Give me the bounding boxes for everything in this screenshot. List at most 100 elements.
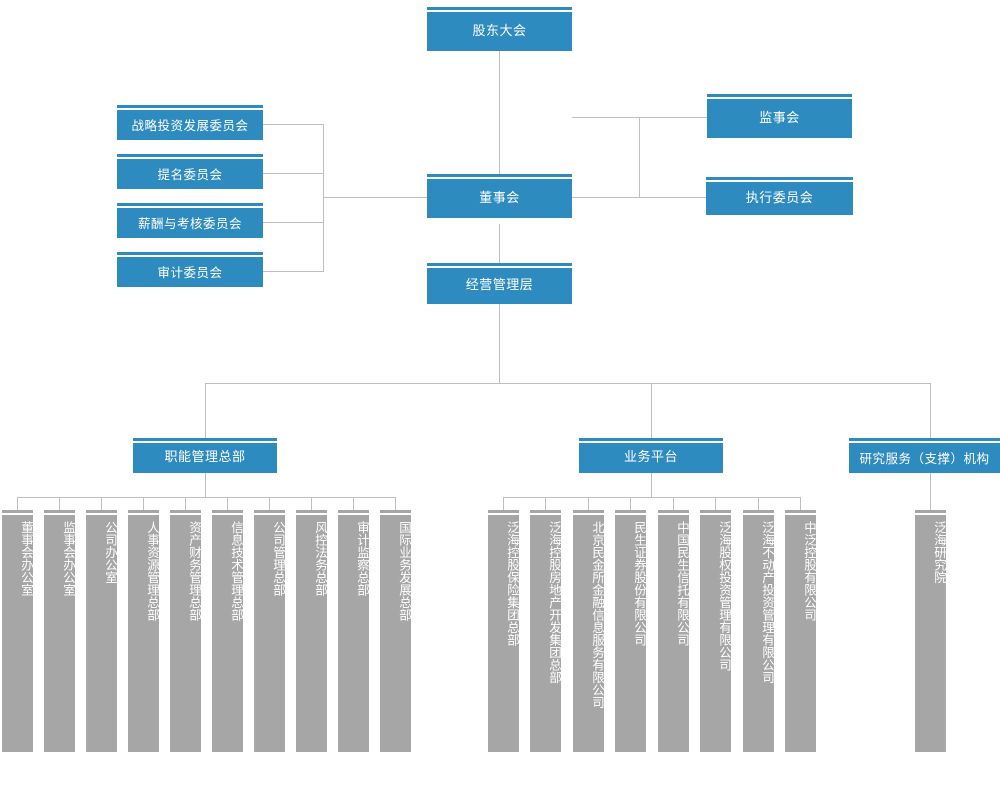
node-committee-remuneration-appraisal[interactable]: 薪酬与考核委员会 (117, 206, 263, 238)
connector-research-down (930, 473, 931, 513)
connector-board-to-supervisors-vertical (639, 117, 640, 198)
node-unit-research-institute-label: 泛海研究院 (932, 521, 946, 584)
connector-functional-down (205, 473, 206, 497)
node-dept-information-technology[interactable]: 信息技术管理总部 (212, 513, 243, 752)
connector-board-to-management (499, 224, 500, 267)
connector-committee-spine (323, 124, 324, 272)
node-dept-risk-control-legal[interactable]: 风控法务总部 (296, 513, 327, 752)
node-shareholders-meeting[interactable]: 股东大会 (427, 10, 572, 51)
connector-functional-drop-10 (395, 497, 396, 513)
node-board-of-supervisors-label: 监事会 (759, 110, 800, 126)
connector-functional-drop-5 (185, 497, 186, 513)
node-committee-audit[interactable]: 审计委员会 (117, 255, 263, 287)
connector-business-down (651, 473, 652, 497)
connector-committee-2 (263, 173, 324, 174)
node-committee-nomination-label: 提名委员会 (157, 166, 223, 182)
node-dept-human-resources[interactable]: 人事资源管理总部 (128, 513, 159, 752)
node-dept-human-resources-label: 人事资源管理总部 (145, 521, 159, 621)
connector-functional-drop-3 (101, 497, 102, 513)
node-dept-company-office[interactable]: 公司办公室 (86, 513, 117, 752)
node-dept-board-office[interactable]: 董事会办公室 (2, 513, 33, 752)
connector-management-to-bus (499, 299, 500, 383)
connector-functional-drop-2 (59, 497, 60, 513)
node-committee-audit-label: 审计委员会 (157, 264, 223, 280)
node-management-layer[interactable]: 经营管理层 (427, 266, 572, 304)
connector-functional-drop-8 (311, 497, 312, 513)
node-shareholders-meeting-label: 股东大会 (472, 23, 527, 39)
connector-business-bus (503, 497, 801, 498)
node-unit-real-estate-investment[interactable]: 泛海不动产投资管理有限公司 (743, 513, 774, 752)
node-dept-supervisors-office-label: 监事会办公室 (61, 521, 75, 596)
node-dept-asset-finance[interactable]: 资产财务管理总部 (170, 513, 201, 752)
node-dept-international-business-label: 国际业务发展总部 (397, 521, 411, 621)
node-committee-remuneration-appraisal-label: 薪酬与考核委员会 (137, 215, 242, 231)
connector-bus-to-research (930, 383, 931, 441)
node-dept-supervisors-office[interactable]: 监事会办公室 (44, 513, 75, 752)
connector-business-drop-5 (673, 497, 674, 513)
node-management-layer-label: 经营管理层 (465, 278, 534, 294)
connector-functional-drop-4 (143, 497, 144, 513)
node-unit-insurance-group-label: 泛海控股保险集团总部 (505, 521, 519, 646)
node-unit-real-estate-group[interactable]: 泛海控股房地产开发集团总部 (530, 513, 561, 752)
node-dept-audit-supervision-label: 审计监察总部 (355, 521, 369, 596)
node-unit-zhongfan-holdings[interactable]: 中泛控股有限公司 (785, 513, 816, 752)
connector-business-drop-4 (630, 497, 631, 513)
connector-business-drop-6 (715, 497, 716, 513)
node-unit-minjinsuo-fintech-label: 北京民金所金融信息服务有限公司 (590, 521, 604, 709)
node-board-of-directors[interactable]: 董事会 (427, 177, 572, 218)
connector-main-bus (205, 383, 931, 384)
connector-committee-3 (263, 222, 324, 223)
node-board-of-supervisors[interactable]: 监事会 (707, 97, 852, 138)
connector-committee-4 (263, 271, 324, 272)
node-committee-nomination[interactable]: 提名委员会 (117, 157, 263, 189)
connector-business-drop-2 (545, 497, 546, 513)
connector-functional-drop-9 (353, 497, 354, 513)
node-dept-board-office-label: 董事会办公室 (19, 521, 33, 596)
node-unit-zhongfan-holdings-label: 中泛控股有限公司 (802, 521, 816, 621)
connector-business-drop-8 (800, 497, 801, 513)
node-committee-strategic-investment-label: 战略投资发展委员会 (131, 117, 249, 133)
node-unit-minsheng-trust[interactable]: 中国民生信托有限公司 (658, 513, 689, 752)
node-dept-asset-finance-label: 资产财务管理总部 (187, 521, 201, 621)
connector-shareholders-to-board (499, 51, 500, 176)
node-board-of-directors-label: 董事会 (479, 190, 520, 206)
node-unit-insurance-group[interactable]: 泛海控股保险集团总部 (488, 513, 519, 752)
connector-committee-spine-to-board (323, 197, 429, 198)
node-unit-equity-investment[interactable]: 泛海股权投资管理有限公司 (700, 513, 731, 752)
node-unit-real-estate-investment-label: 泛海不动产投资管理有限公司 (760, 521, 774, 684)
connector-functional-drop-1 (17, 497, 18, 513)
node-executive-committee[interactable]: 执行委员会 (706, 180, 853, 215)
node-division-research-services-label: 研究服务（支撑）机构 (859, 450, 990, 466)
connector-board-to-executive (572, 197, 706, 198)
node-dept-international-business[interactable]: 国际业务发展总部 (380, 513, 411, 752)
node-unit-real-estate-group-label: 泛海控股房地产开发集团总部 (547, 521, 561, 684)
node-unit-minsheng-securities[interactable]: 民生证券股份有限公司 (615, 513, 646, 752)
node-executive-committee-label: 执行委员会 (745, 190, 814, 206)
connector-functional-drop-6 (227, 497, 228, 513)
node-committee-strategic-investment[interactable]: 战略投资发展委员会 (117, 108, 263, 140)
connector-functional-drop-7 (269, 497, 270, 513)
node-dept-risk-control-legal-label: 风控法务总部 (313, 521, 327, 596)
node-unit-minjinsuo-fintech[interactable]: 北京民金所金融信息服务有限公司 (573, 513, 604, 752)
node-unit-minsheng-trust-label: 中国民生信托有限公司 (675, 521, 689, 646)
node-dept-information-technology-label: 信息技术管理总部 (229, 521, 243, 621)
node-unit-equity-investment-label: 泛海股权投资管理有限公司 (717, 521, 731, 671)
connector-business-drop-7 (758, 497, 759, 513)
connector-business-drop-1 (503, 497, 504, 513)
node-dept-company-management-label: 公司管理总部 (271, 521, 285, 596)
node-dept-company-office-label: 公司办公室 (103, 521, 117, 584)
node-unit-research-institute[interactable]: 泛海研究院 (915, 513, 946, 752)
connector-business-drop-3 (588, 497, 589, 513)
node-division-business-platform-label: 业务平台 (623, 450, 678, 466)
connector-bus-to-business (651, 383, 652, 441)
node-dept-audit-supervision[interactable]: 审计监察总部 (338, 513, 369, 752)
node-division-research-services[interactable]: 研究服务（支撑）机构 (849, 441, 1000, 473)
node-division-functional-hq[interactable]: 职能管理总部 (133, 441, 277, 473)
node-division-functional-hq-label: 职能管理总部 (164, 450, 246, 466)
connector-functional-bus (17, 497, 395, 498)
node-unit-minsheng-securities-label: 民生证券股份有限公司 (632, 521, 646, 646)
node-dept-company-management[interactable]: 公司管理总部 (254, 513, 285, 752)
connector-bus-to-functional (205, 383, 206, 441)
node-division-business-platform[interactable]: 业务平台 (579, 441, 723, 473)
